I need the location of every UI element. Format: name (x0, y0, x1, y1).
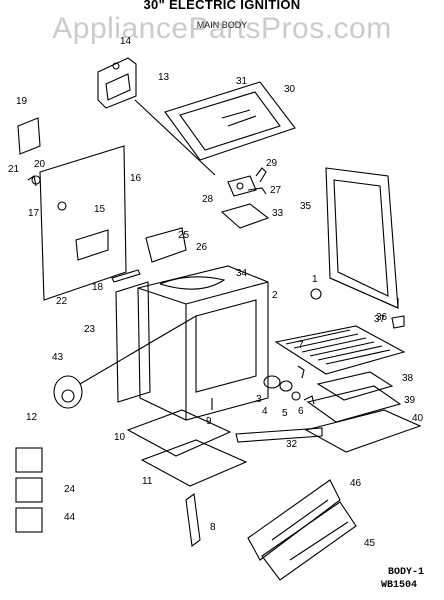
part-20-screw (31, 175, 41, 185)
callout-21: 21 (8, 164, 20, 175)
callout-30: 30 (284, 84, 296, 95)
callout-36: 36 (376, 312, 388, 323)
callout-6: 6 (298, 406, 304, 417)
part-33-plate (220, 203, 270, 229)
callout-32: 32 (286, 439, 298, 450)
callout-43: 43 (52, 352, 64, 363)
callout-46: 46 (350, 478, 362, 489)
callout-25: 25 (178, 230, 190, 241)
part-32-rail (235, 427, 323, 443)
part-43-burner (53, 315, 197, 409)
callout-23: 23 (84, 324, 96, 335)
callout-38: 38 (402, 373, 414, 384)
part-24-box (15, 477, 43, 503)
callout-13: 13 (158, 72, 170, 83)
callout-33: 33 (272, 208, 284, 219)
drawing-code-line1: BODY-1 (388, 567, 425, 578)
diagram-subtitle: MAIN BODY (196, 20, 248, 30)
drawing-code-line2: WB1504 (381, 580, 418, 591)
callout-28: 28 (202, 194, 214, 205)
part-10-bottom (126, 409, 232, 457)
part-40-tray (304, 409, 422, 453)
callout-34: 34 (236, 268, 248, 279)
part-29-spring (255, 167, 267, 183)
callout-31: 31 (236, 76, 248, 87)
callout-20: 20 (34, 159, 46, 170)
part-46-drawer (247, 479, 341, 561)
callout-18: 18 (92, 282, 104, 293)
callout-29: 29 (266, 158, 278, 169)
part-6-clip (303, 395, 315, 405)
callout-14: 14 (120, 36, 132, 47)
callout-16: 16 (130, 173, 142, 184)
part-23-side-panel (115, 281, 151, 403)
part-25-duct (145, 227, 187, 263)
part-39-pan (306, 385, 402, 423)
part-31-cooktop (134, 81, 296, 176)
part-45-drawer-front (261, 501, 357, 581)
part-19-panel (17, 117, 41, 155)
part-1-knob (310, 288, 322, 300)
callout-11: 11 (142, 476, 153, 487)
callout-2: 2 (272, 290, 278, 301)
callout-27: 27 (270, 185, 282, 196)
callout-12: 12 (26, 412, 38, 423)
part-8-clip (185, 492, 201, 548)
part-21-clip (27, 175, 37, 187)
part-13-bracket (97, 57, 137, 109)
callout-9: 9 (206, 416, 212, 427)
callout-45: 45 (364, 538, 376, 549)
callout-7: 7 (298, 340, 304, 351)
part-38-grid (316, 371, 394, 401)
callout-40: 40 (412, 413, 424, 424)
callout-5: 5 (282, 408, 288, 419)
callout-8: 8 (210, 522, 216, 533)
callout-22: 22 (56, 296, 68, 307)
part-28-valve (227, 175, 257, 197)
callout-15: 15 (94, 204, 106, 215)
diagram-title: 30" ELECTRIC IGNITION (143, 0, 301, 12)
callout-3: 3 (256, 394, 262, 405)
part-5-knob (291, 391, 301, 401)
part-44-box (15, 507, 43, 533)
callout-26: 26 (196, 242, 208, 253)
part-3-knob (263, 375, 281, 389)
callout-35: 35 (300, 201, 312, 212)
part-27-clip (247, 187, 267, 195)
part-37-rack (274, 325, 406, 375)
part-36-bracket (391, 315, 405, 329)
callout-37: 37 (374, 314, 386, 325)
callout-24: 24 (64, 484, 76, 495)
callout-17: 17 (28, 208, 40, 219)
callout-39: 39 (404, 395, 416, 406)
watermark: AppliancePartsPros.com (52, 12, 392, 45)
part-12-box (15, 447, 43, 473)
callout-4: 4 (262, 406, 268, 417)
callout-10: 10 (114, 432, 126, 443)
part-4-knob (279, 380, 293, 392)
part-35-door-frame (325, 167, 399, 309)
part-18-bar (111, 269, 141, 283)
callout-1: 1 (312, 274, 318, 285)
part-7-clip (297, 365, 305, 379)
part-11-drawer-bottom (140, 439, 248, 487)
callout-19: 19 (16, 96, 28, 107)
part-16-back-panel (39, 145, 127, 301)
part-2-main-body (137, 265, 269, 421)
callout-44: 44 (64, 512, 76, 523)
